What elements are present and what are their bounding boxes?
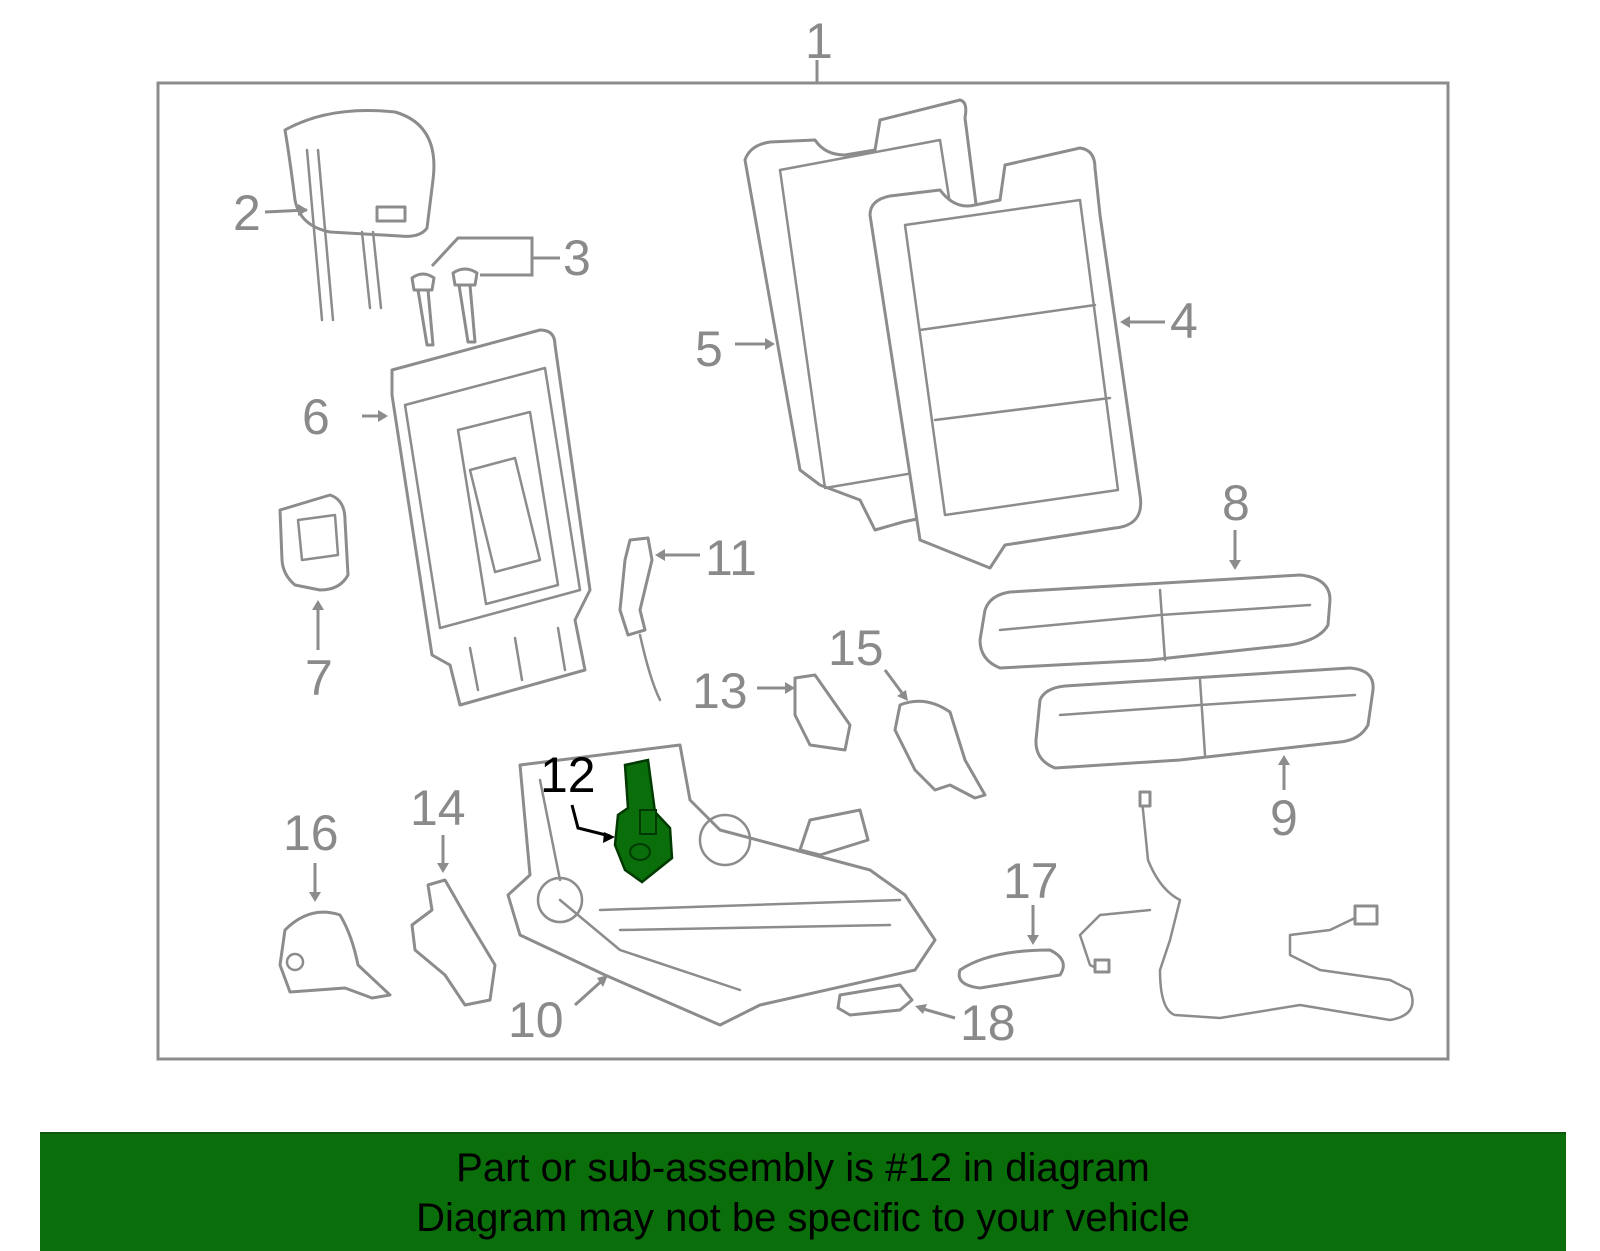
- callout-18: 18: [960, 995, 1016, 1051]
- callout-17: 17: [1003, 853, 1059, 909]
- part-recliner-motor: [618, 536, 662, 702]
- diagram-frame: [156, 81, 1450, 1061]
- part-seat-frame: [506, 743, 937, 1027]
- callout-15: 15: [828, 620, 884, 676]
- part-side-shield: [410, 878, 497, 1007]
- callout-6: 6: [302, 389, 330, 445]
- callout-13: 13: [692, 663, 748, 719]
- part-seatback-frame: [390, 328, 592, 707]
- banner-part-note: Part or sub-assembly is #12 in diagram: [456, 1145, 1150, 1190]
- callout-7: 7: [305, 650, 333, 706]
- part-seatback-cover-front: [868, 146, 1143, 570]
- part-wiring-harness: [1078, 790, 1414, 1022]
- callout-1: 1: [805, 13, 833, 69]
- callout-4: 4: [1170, 293, 1198, 349]
- part-headrest-guides: [410, 267, 479, 347]
- callout-16: 16: [283, 805, 339, 861]
- callout-12: 12: [540, 747, 596, 803]
- part-cushion-pad: [1034, 666, 1375, 770]
- part-recliner-cover-16: [278, 910, 392, 1000]
- part-trim-cover-13: [793, 673, 852, 752]
- callout-11: 11: [705, 530, 757, 586]
- part-headrest: [283, 109, 436, 322]
- callout-9: 9: [1270, 790, 1298, 846]
- part-12-highlighted: [613, 758, 674, 884]
- callout-2: 2: [233, 185, 261, 241]
- callout-10: 10: [508, 992, 564, 1048]
- callout-5: 5: [695, 321, 723, 377]
- info-banner: Part or sub-assembly is #12 in diagram D…: [40, 1132, 1566, 1251]
- part-cap-17: [957, 948, 1065, 990]
- banner-disclaimer: Diagram may not be specific to your vehi…: [416, 1195, 1190, 1240]
- callout-8: 8: [1222, 475, 1250, 531]
- part-cushion-cover: [978, 573, 1332, 670]
- callout-14: 14: [410, 780, 466, 836]
- part-cap-18: [836, 983, 914, 1017]
- part-recliner-cover: [893, 699, 987, 800]
- callout-3: 3: [563, 230, 591, 286]
- part-latch-bezel: [278, 493, 350, 592]
